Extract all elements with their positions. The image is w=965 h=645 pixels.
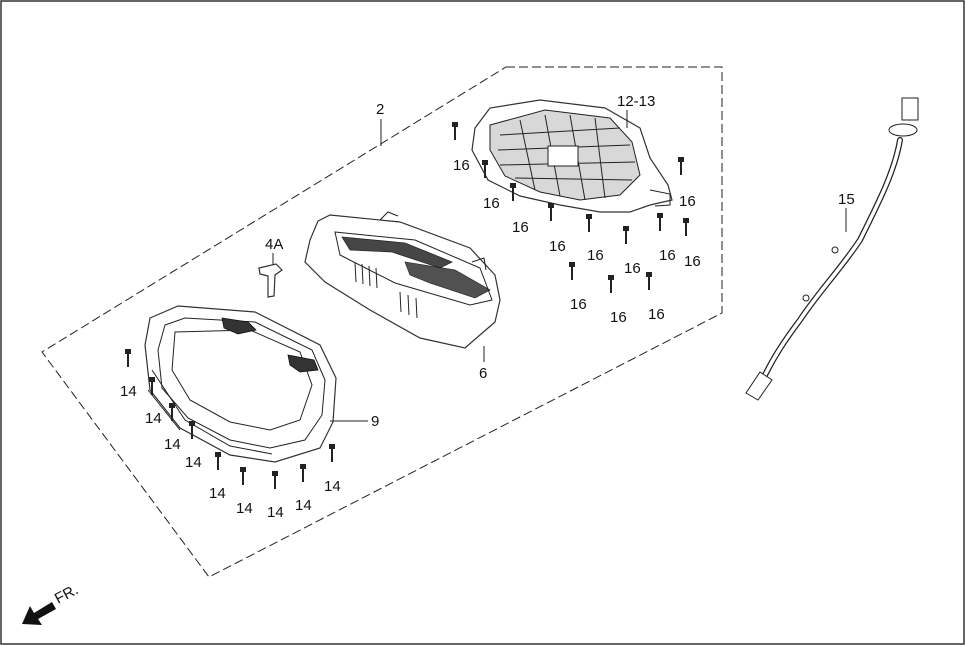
front-cover-screw-4: 14 [185, 421, 202, 471]
screw-label: 14 [120, 383, 137, 400]
rear-cover-screw-5: 16 [586, 214, 604, 264]
screw-head [329, 444, 335, 449]
connector-4a [258, 263, 283, 298]
sensor-cable [745, 97, 919, 401]
rear-cover-socket [547, 145, 579, 167]
screw-head [149, 377, 155, 382]
lcd-panel [304, 211, 501, 349]
rear-cover-screw-4: 16 [548, 203, 566, 255]
screw-label: 16 [659, 247, 676, 264]
screw-head [215, 452, 221, 457]
front-cover-screw-3: 14 [164, 403, 181, 453]
screw-label: 14 [267, 504, 284, 521]
rear-cover [471, 99, 673, 213]
screw-label: 14 [236, 500, 253, 517]
rear-cover-screw-12: 16 [646, 272, 665, 323]
screw-head [240, 467, 246, 472]
rear-cover-screw-11: 16 [608, 275, 627, 326]
front-cover-screw-5: 14 [209, 452, 226, 502]
screw-label: 16 [453, 157, 470, 174]
rear-cover-screw-3: 16 [510, 183, 529, 236]
label-9: 9 [371, 413, 379, 430]
screw-head [272, 471, 278, 476]
screw-label: 16 [587, 247, 604, 264]
screw-head [169, 403, 175, 408]
screw-label: 14 [164, 436, 181, 453]
front-cover-screw-8: 14 [295, 464, 312, 514]
label-12-13: 12-13 [617, 93, 655, 110]
screw-head [683, 218, 689, 223]
screw-label: 16 [684, 253, 701, 270]
screw-label: 14 [209, 485, 226, 502]
rear-cover-screw-7: 16 [657, 213, 676, 264]
screw-label: 16 [570, 296, 587, 313]
screw-head [452, 122, 458, 127]
front-cover-screw-1: 14 [120, 349, 137, 400]
screw-head [657, 213, 663, 218]
rear-cover-screw-1: 16 [452, 122, 470, 174]
label-4a: 4A [265, 236, 283, 253]
label-2: 2 [376, 101, 384, 118]
sensor-flange [888, 123, 918, 137]
screw-head [569, 262, 575, 267]
sensor-head [901, 97, 919, 121]
screw-head [482, 160, 488, 165]
screw-label: 14 [145, 410, 162, 427]
cable-clip-2 [802, 294, 810, 302]
screw-label: 16 [549, 238, 566, 255]
screw-head [623, 226, 629, 231]
front-cover-screw-7: 14 [267, 471, 284, 521]
screw-head [300, 464, 306, 469]
rear-cover-screw-9: 16 [678, 157, 696, 210]
screw-label: 16 [648, 306, 665, 323]
screw-head [189, 421, 195, 426]
screw-head [548, 203, 554, 208]
direction-label: FR. [52, 581, 81, 607]
assembly-boundary [41, 66, 723, 578]
screw-head [586, 214, 592, 219]
screw-label: 14 [324, 478, 341, 495]
screw-label: 14 [295, 497, 312, 514]
rear-cover-screw-8: 16 [683, 218, 701, 270]
screw-label: 16 [483, 195, 500, 212]
screw-label: 16 [624, 260, 641, 277]
screw-label: 16 [512, 219, 529, 236]
screw-head [510, 183, 516, 188]
screw-label: 16 [610, 309, 627, 326]
screw-label: 16 [679, 193, 696, 210]
rear-cover-screw-6: 16 [623, 226, 641, 277]
front-cover-screw-6: 14 [236, 467, 253, 517]
front-cover-screw-2: 14 [145, 377, 162, 427]
front-direction-arrow-icon [22, 602, 56, 625]
screw-head [646, 272, 652, 277]
label-15: 15 [838, 191, 855, 208]
screw-head [125, 349, 131, 354]
rear-cover-screw-2: 16 [482, 160, 500, 212]
screw-head [608, 275, 614, 280]
screw-head [678, 157, 684, 162]
rear-cover-screw-10: 16 [569, 262, 587, 313]
cable-plug [745, 371, 773, 401]
screw-label: 14 [185, 454, 202, 471]
cable-clip-1 [831, 246, 839, 254]
front-cover-screw-9: 14 [324, 444, 341, 495]
label-6: 6 [479, 365, 487, 382]
